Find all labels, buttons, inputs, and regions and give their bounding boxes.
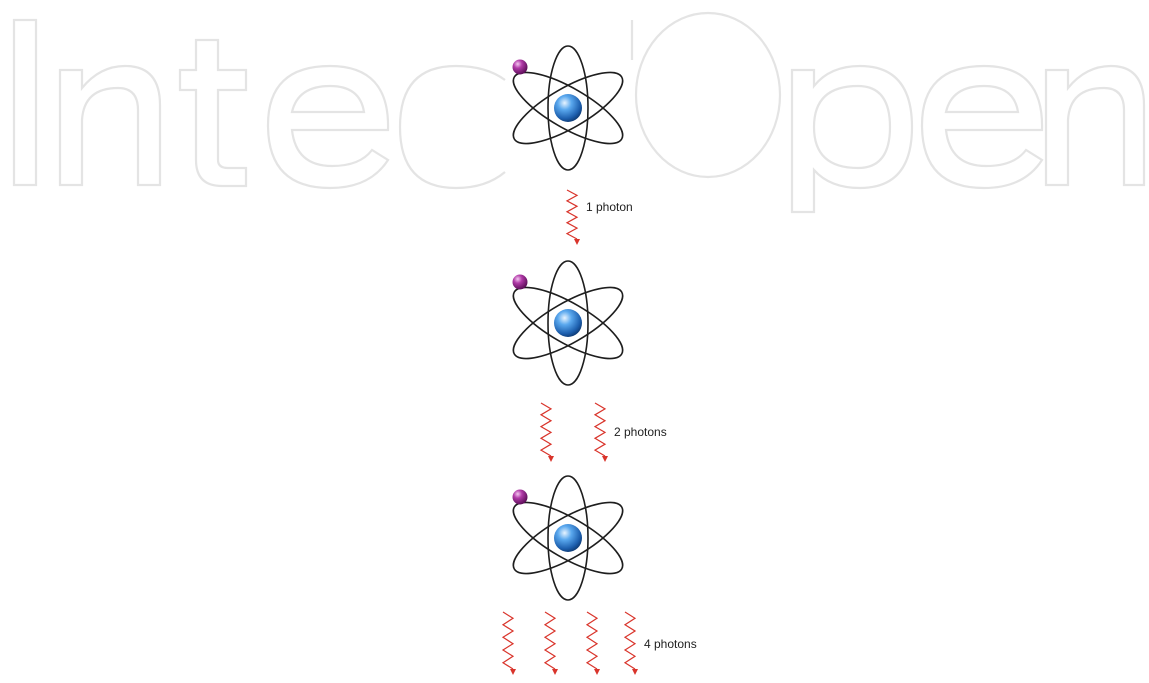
electron [513,60,528,75]
photon-1-1 [567,190,580,245]
photon-3-4 [625,612,638,675]
photon-label-3: 4 photons [644,637,697,651]
photon-3-3 [587,612,600,675]
photon-label-2: 2 photons [614,425,667,439]
photon-3-1 [503,612,516,675]
nucleus [554,524,582,552]
nucleus [554,309,582,337]
photon-label-1: 1 photon [586,200,633,214]
atom-3 [504,476,631,600]
electron [513,490,528,505]
atom-1 [504,46,631,170]
atoms-group [504,46,631,600]
photon-3-2 [545,612,558,675]
electron [513,275,528,290]
photon-labels-group: 1 photon 2 photons 4 photons [586,200,697,651]
photon-2-2 [595,403,608,462]
photon-2-1 [541,403,554,462]
atom-2 [504,261,631,385]
nucleus [554,94,582,122]
